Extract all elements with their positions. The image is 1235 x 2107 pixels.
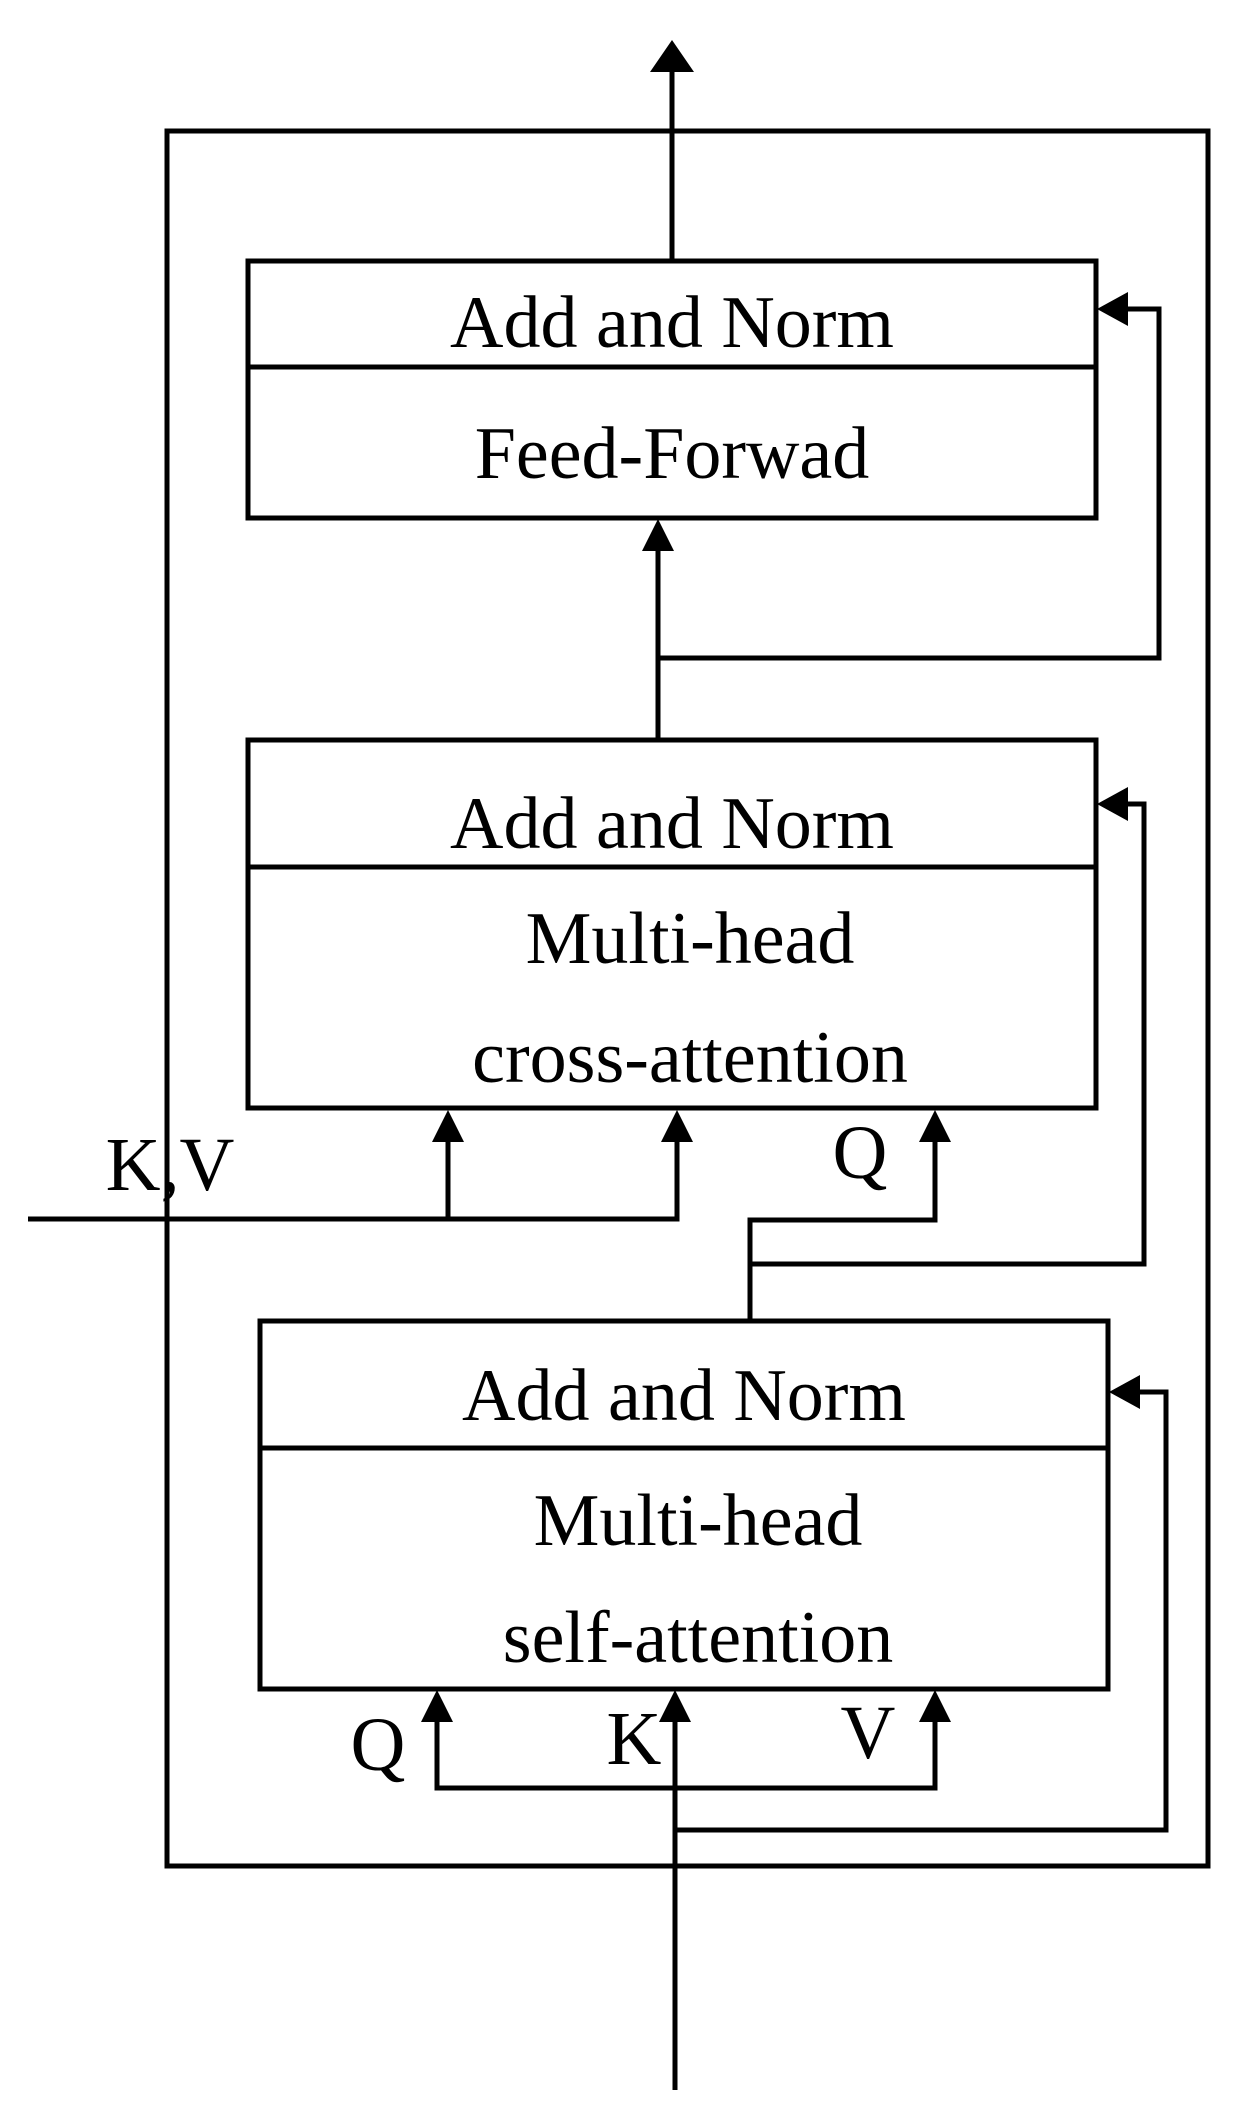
self-attention-k-label: K bbox=[607, 1697, 662, 1781]
self-attention-q-arrow bbox=[421, 1690, 453, 1722]
cross-attention-box bbox=[245, 737, 1099, 1111]
cross-attention-block: Add and Norm Multi-head cross-attention bbox=[245, 737, 1099, 1111]
cross-attention-label-line2: cross-attention bbox=[472, 1017, 908, 1099]
self-attention-label-line2: self-attention bbox=[503, 1597, 893, 1679]
cross-attention-v-arrow bbox=[661, 1110, 693, 1142]
self-attention-q-label: Q bbox=[351, 1703, 406, 1787]
self-attention-output bbox=[747, 1141, 938, 1321]
layer-output-arrow bbox=[650, 40, 694, 72]
self-attention-residual-arrow bbox=[1109, 1375, 1140, 1409]
cross-attention-label-line1: Multi-head bbox=[526, 898, 855, 980]
cross-attention-residual bbox=[750, 801, 1147, 1267]
cross-attention-k-arrow bbox=[432, 1110, 464, 1142]
self-attention-k-arrow bbox=[659, 1690, 691, 1722]
cross-attention-kv-label: K,V bbox=[106, 1123, 235, 1207]
self-attention-norm-label: Add and Norm bbox=[462, 1355, 906, 1437]
feed-forward-residual bbox=[658, 306, 1162, 661]
feed-forward-residual-arrow bbox=[1097, 292, 1128, 326]
feed-forward-block: Add and Norm Feed-Forwad bbox=[245, 258, 1099, 521]
self-attention-qkv-split bbox=[434, 1722, 938, 1791]
feed-forward-input-arrow bbox=[642, 519, 674, 551]
cross-attention-q-label: Q bbox=[833, 1111, 888, 1195]
self-attention-v-arrow bbox=[919, 1690, 951, 1722]
feed-forward-label: Feed-Forwad bbox=[475, 413, 870, 495]
decoder-layer-frame bbox=[164, 128, 1211, 1869]
self-attention-label-line1: Multi-head bbox=[534, 1480, 863, 1562]
feed-forward-norm-label: Add and Norm bbox=[450, 282, 894, 364]
self-attention-box bbox=[257, 1318, 1111, 1692]
self-attention-block: Add and Norm Multi-head self-attention bbox=[257, 1318, 1111, 1692]
cross-attention-norm-label: Add and Norm bbox=[450, 783, 894, 865]
self-attention-v-label: V bbox=[841, 1691, 896, 1775]
cross-attention-residual-arrow bbox=[1097, 787, 1128, 821]
self-attention-residual bbox=[675, 1389, 1169, 1833]
encoder-kv-line bbox=[28, 1141, 680, 1222]
cross-attention-q-arrow bbox=[919, 1110, 951, 1142]
